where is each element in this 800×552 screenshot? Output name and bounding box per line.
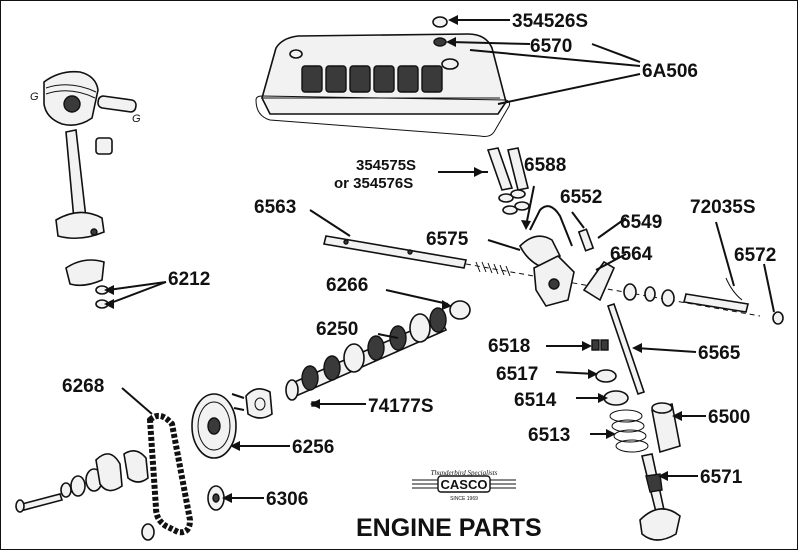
label-6517: 6517 [496, 364, 538, 385]
valve-keys [591, 339, 609, 351]
bolt-washers [498, 189, 530, 215]
valve-spring [609, 409, 649, 453]
timing-chain [146, 412, 194, 536]
label-354526S: 354526S [512, 11, 588, 32]
casco-logo: Thunderbird Specialists CASCO SINCE 1969 [412, 469, 516, 502]
spring-retainer [595, 369, 617, 383]
label-6306: 6306 [266, 489, 308, 510]
label-6513: 6513 [528, 425, 570, 446]
label-6563: 6563 [254, 197, 296, 218]
camshaft-sprocket [191, 393, 237, 459]
label-6518: 6518 [488, 336, 530, 357]
label-354576S: or 354576S [334, 175, 413, 192]
push-rod [606, 302, 646, 396]
page-title: ENGINE PARTS [356, 514, 542, 542]
connecting-rod [55, 129, 105, 240]
label-72035S: 72035S [690, 197, 756, 218]
thrust-plate [245, 388, 273, 419]
label-74177S: 74177S [368, 396, 434, 417]
rocker-support-6564 [533, 255, 575, 307]
label-6570: 6570 [530, 36, 572, 57]
rocker-spacers [623, 283, 675, 307]
label-6588: 6588 [524, 155, 566, 176]
piston-assembly [43, 70, 137, 309]
rocker-bolts [486, 147, 529, 191]
cotter-pin [725, 277, 743, 301]
shaft-end-plug [772, 311, 784, 325]
label-6552: 6552 [560, 187, 602, 208]
label-6549: 6549 [620, 212, 662, 233]
front-hardware [15, 450, 155, 541]
label-6514: 6514 [514, 390, 557, 411]
adjusting-screw [577, 228, 595, 252]
piston-pin [97, 95, 137, 113]
pin-bushing [95, 137, 113, 155]
rocker-shaft-short [683, 293, 749, 313]
label-6564: 6564 [610, 244, 653, 265]
label-6572: 6572 [734, 245, 776, 266]
logo-since: SINCE 1969 [450, 496, 478, 502]
piston-mark-right: G [132, 113, 141, 125]
label-6250: 6250 [316, 319, 358, 340]
valve-cover-fins [301, 65, 443, 93]
label-6A506: 6A506 [642, 61, 698, 82]
label-6212: 6212 [168, 269, 210, 290]
label-6500: 6500 [708, 407, 750, 428]
arrowheads [104, 15, 682, 503]
valve-tappet [651, 402, 681, 454]
valve-cover [255, 33, 511, 137]
oil-tube [529, 205, 573, 247]
valve [639, 453, 681, 541]
rod-bearing-cap [65, 259, 105, 287]
logo-name: CASCO [441, 477, 488, 492]
piston-mark-left: G [30, 91, 39, 103]
rod-nuts [95, 285, 109, 309]
camshaft-plug [449, 300, 471, 320]
cover-nut [432, 16, 448, 28]
label-6575: 6575 [426, 229, 469, 250]
label-6266: 6266 [326, 275, 368, 296]
logo-tagline: Thunderbird Specialists [431, 469, 498, 477]
rocker-spring [475, 261, 511, 277]
rocker-shaft-long [323, 235, 467, 269]
thrust-plate-screws [231, 393, 245, 411]
label-6256: 6256 [292, 437, 334, 458]
label-6268: 6268 [62, 376, 104, 397]
rocker-arm-6549 [582, 260, 616, 302]
label-6565: 6565 [698, 343, 741, 364]
label-6571: 6571 [700, 467, 743, 488]
crankshaft-sprocket [207, 485, 225, 511]
label-354575S: 354575S [356, 157, 416, 174]
camshaft [285, 307, 448, 401]
cover-washer [433, 37, 447, 47]
